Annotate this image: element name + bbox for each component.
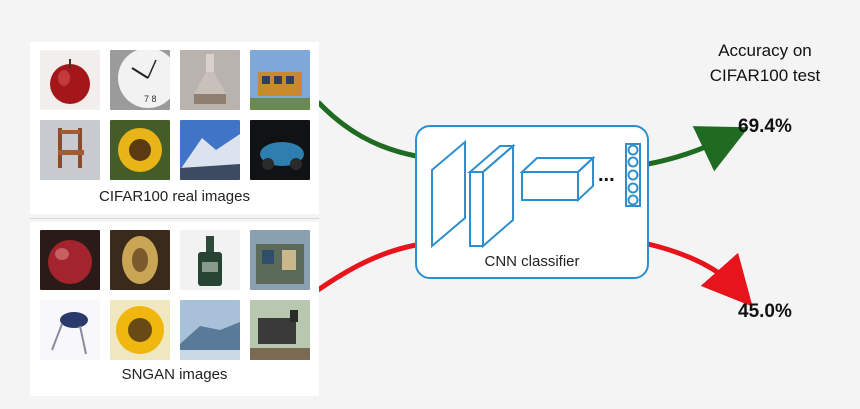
accuracy-title-line2: CIFAR100 test xyxy=(709,66,821,85)
real-output-arrow xyxy=(647,126,749,172)
cnn-ellipsis: ... xyxy=(598,164,615,186)
cnn-classifier-box xyxy=(415,125,649,279)
gan-input-arrow xyxy=(316,242,417,293)
gan-accuracy-value: 45.0% xyxy=(738,301,792,322)
real-thumb-sunflower xyxy=(110,120,170,180)
real-thumb-chair xyxy=(40,120,100,180)
real-accuracy-value: 69.4% xyxy=(738,116,792,137)
gan-mountain-image-icon xyxy=(180,300,240,360)
real-thumb-apple xyxy=(40,50,100,110)
real-thumb-tram xyxy=(250,50,310,110)
real-images-panel: 7 8 xyxy=(30,42,319,214)
gan-thumb-bottle xyxy=(180,230,240,290)
gan-output-arrow xyxy=(647,241,753,307)
gan-apple-image-icon xyxy=(40,230,100,290)
mountain-image-icon xyxy=(180,120,240,180)
real-thumb-clock: 7 8 xyxy=(110,50,170,110)
cnn-layer-1-icon xyxy=(431,139,466,249)
apple-image-icon xyxy=(40,50,100,110)
accuracy-title-line1: Accuracy on xyxy=(718,41,812,60)
gan-chair-image-icon xyxy=(40,300,100,360)
gan-thumb-pear xyxy=(110,230,170,290)
real-thumb-mountain xyxy=(180,120,240,180)
clock-image-icon: 7 8 xyxy=(110,50,170,110)
gan-sunflower-image-icon xyxy=(110,300,170,360)
tram-image-icon xyxy=(250,50,310,110)
cnn-layer-2-icon xyxy=(467,143,516,249)
bottle-image-icon xyxy=(180,50,240,110)
svg-text:7 8: 7 8 xyxy=(144,94,157,104)
cnn-layer-3-icon xyxy=(519,155,596,203)
real-input-arrow xyxy=(316,100,417,159)
gan-thumb-mountain xyxy=(180,300,240,360)
cnn-output-neurons-icon xyxy=(625,143,641,207)
gan-thumb-train xyxy=(250,300,310,360)
gan-thumb-sunflower xyxy=(110,300,170,360)
real-images-caption: CIFAR100 real images xyxy=(99,188,250,205)
accuracy-title: Accuracy on CIFAR100 test xyxy=(695,38,835,88)
sngan-images-panel: SNGAN images xyxy=(30,222,319,396)
gan-bottle-image-icon xyxy=(180,230,240,290)
gan-train-image-icon xyxy=(250,300,310,360)
gan-thumb-apple xyxy=(40,230,100,290)
sngan-images-caption: SNGAN images xyxy=(121,366,228,383)
gan-thumb-house xyxy=(250,230,310,290)
car-image-icon xyxy=(250,120,310,180)
real-thumb-bottle xyxy=(180,50,240,110)
panel-divider xyxy=(30,218,319,219)
real-thumb-car xyxy=(250,120,310,180)
gan-thumb-chair xyxy=(40,300,100,360)
gan-house-image-icon xyxy=(250,230,310,290)
cnn-classifier-label: CNN classifier xyxy=(484,253,580,270)
gan-pear-image-icon xyxy=(110,230,170,290)
chair-image-icon xyxy=(40,120,100,180)
sunflower-image-icon xyxy=(110,120,170,180)
